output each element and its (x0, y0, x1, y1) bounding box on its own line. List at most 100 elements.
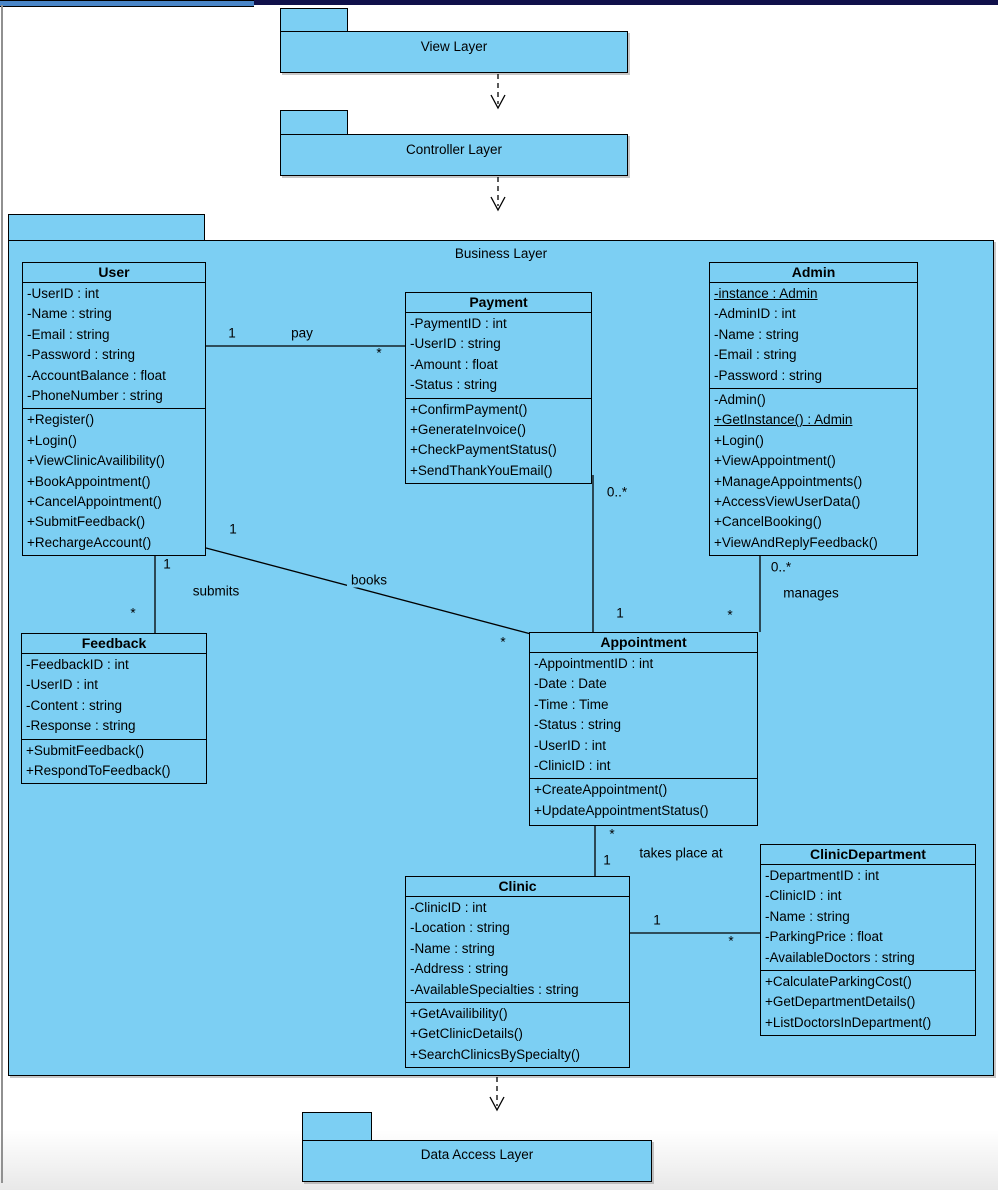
class-payment-methods: +ConfirmPayment() +GenerateInvoice() +Chec… (406, 399, 591, 484)
class-member: +Login() (714, 432, 764, 448)
class-member: -Name : string (765, 908, 850, 924)
class-member: +CancelBooking() (714, 514, 822, 530)
class-clinicdepartment-attributes: -DepartmentID : int -ClinicID : int -Name … (761, 865, 975, 972)
class-member: +SearchClinicsBySpecialty() (410, 1046, 580, 1062)
class-member: +ManageAppointments() (714, 473, 863, 489)
class-member: +ConfirmPayment() (410, 401, 528, 417)
class-feedback-attributes: -FeedbackID : int-UserID : int-Content :… (22, 654, 206, 740)
mult-user-appointment-star: * (500, 634, 506, 650)
class-member: -AccountBalance : float (27, 367, 166, 383)
class-member: +Register() (27, 412, 95, 428)
class-member: +Login() (27, 432, 77, 448)
package-data-access-layer-label: Data Access Layer (420, 1147, 534, 1162)
package-data-access-layer[interactable]: Data Access Layer (302, 1140, 652, 1182)
mult-appointment-clinic-1: 1 (603, 852, 611, 868)
class-user-attributes: -UserID : int-Name : string-Email : stri… (23, 283, 205, 410)
mult-user-payment-1: 1 (228, 325, 236, 341)
class-appointment-attributes: -AppointmentID : int -Date : Date -Time : … (530, 653, 757, 780)
class-member: +ViewAndReplyFeedback() (714, 534, 878, 550)
assoc-label-books: books (346, 572, 392, 588)
class-member: +AccessViewUserData() (714, 494, 861, 510)
package-controller-layer-label: Controller Layer (405, 142, 503, 157)
class-member: +RechargeAccount() (27, 534, 152, 550)
package-controller-layer[interactable]: Controller Layer (280, 134, 628, 176)
class-clinicdepartment-name: ClinicDepartment (761, 845, 975, 865)
class-feedback[interactable]: Feedback -FeedbackID : int-UserID : int-… (21, 633, 207, 785)
class-user[interactable]: User -UserID : int-Name : string-Email :… (22, 262, 206, 557)
class-member: -UserID : int (26, 677, 99, 693)
class-member: +CalculateParkingCost() (765, 974, 912, 990)
mult-user-appointment-1: 1 (229, 521, 237, 537)
class-member: +CreateAppointment() (534, 782, 668, 798)
package-view-layer[interactable]: View Layer (280, 31, 628, 73)
class-member: -AvailableDoctors : string (765, 949, 915, 965)
class-member: -Response : string (26, 718, 136, 734)
class-member: -AdminID : int (714, 306, 796, 322)
class-admin-methods: -Admin()+GetInstance() : Admin+Login()+V… (710, 389, 917, 555)
class-member: -AvailableSpecialties : string (410, 981, 579, 997)
mult-clinic-department-1: 1 (653, 912, 661, 928)
class-clinicdepartment[interactable]: ClinicDepartment -DepartmentID : int -Cli… (760, 844, 976, 1037)
class-member: -Address : string (410, 961, 509, 977)
class-member: +ViewClinicAvailibility() (27, 453, 165, 469)
class-member: +GetAvailibility() (410, 1006, 508, 1022)
class-member: -Amount : float (410, 356, 498, 372)
class-member: -Time : Time (534, 696, 609, 712)
class-member: -instance : Admin (714, 286, 818, 301)
class-member: -DepartmentID : int (765, 868, 880, 883)
class-clinic-name: Clinic (406, 877, 629, 897)
mult-appointment-clinic-star: * (609, 826, 615, 842)
package-business-layer-tab[interactable] (8, 214, 205, 241)
class-member: -PhoneNumber : string (27, 388, 163, 404)
class-payment-name: Payment (406, 293, 591, 313)
class-clinic-methods: +GetAvailibility() +GetClinicDetails() +Se… (406, 1003, 629, 1067)
dependency-arrowhead-icon (490, 94, 506, 110)
class-admin-name: Admin (710, 263, 917, 283)
class-member: +CheckPaymentStatus() (410, 442, 557, 458)
mult-user-feedback-1: 1 (163, 556, 171, 572)
mult-admin-appointment-0star: 0..* (770, 559, 792, 575)
class-member: -ClinicID : int (765, 888, 842, 904)
mult-admin-appointment-star: * (727, 607, 733, 623)
class-member: -PaymentID : int (410, 316, 507, 331)
package-view-layer-label: View Layer (420, 39, 488, 54)
class-member: -UserID : string (410, 336, 501, 352)
class-clinic-attributes: -ClinicID : int-Location : string-Name :… (406, 897, 629, 1004)
top-window-edge (0, 0, 998, 5)
class-admin-attributes: -instance : Admin-AdminID : int-Name : s… (710, 283, 917, 390)
class-member: -ParkingPrice : float (765, 929, 883, 945)
class-member: +GenerateInvoice() (410, 422, 526, 438)
mult-user-feedback-star: * (130, 605, 136, 621)
class-feedback-methods: +SubmitFeedback()+RespondToFeedback() (22, 740, 206, 784)
class-payment[interactable]: Payment -PaymentID : int -UserID : string… (405, 292, 592, 485)
class-member: -ClinicID : int (534, 758, 611, 774)
class-member: +RespondToFeedback() (26, 763, 171, 779)
class-user-name: User (23, 263, 205, 283)
class-member: -Email : string (27, 326, 110, 342)
class-member: +GetClinicDetails() (410, 1026, 523, 1042)
class-member: +GetDepartmentDetails() (765, 994, 916, 1010)
class-member: -Admin() (714, 392, 766, 408)
dependency-arrowhead-icon (489, 1096, 505, 1112)
class-admin[interactable]: Admin -instance : Admin-AdminID : int-Na… (709, 262, 918, 557)
left-frame-border (1, 5, 3, 1183)
class-member: -Status : string (534, 717, 622, 733)
class-appointment[interactable]: Appointment -AppointmentID : int-Date : … (529, 632, 758, 827)
class-member: -Email : string (714, 347, 797, 363)
package-view-layer-tab[interactable] (280, 8, 348, 32)
class-member: -AppointmentID : int (534, 656, 654, 671)
class-member: +ListDoctorsInDepartment() (765, 1014, 932, 1030)
class-user-methods: +Register() +Login() +ViewClinicAvailibili… (23, 409, 205, 555)
package-controller-layer-tab[interactable] (280, 110, 348, 135)
class-member: +SubmitFeedback() (27, 514, 146, 530)
class-member: -UserID : int (534, 737, 607, 753)
class-member: -Password : string (714, 367, 823, 383)
class-clinic[interactable]: Clinic -ClinicID : int -Location : string… (405, 876, 630, 1069)
package-data-access-layer-tab[interactable] (302, 1112, 372, 1141)
class-member: -Content : string (26, 697, 123, 713)
class-member: +ViewAppointment() (714, 453, 836, 469)
class-member: -ClinicID : int (410, 900, 487, 915)
class-member: -Date : Date (534, 676, 607, 692)
class-member: -Location : string (410, 920, 510, 936)
